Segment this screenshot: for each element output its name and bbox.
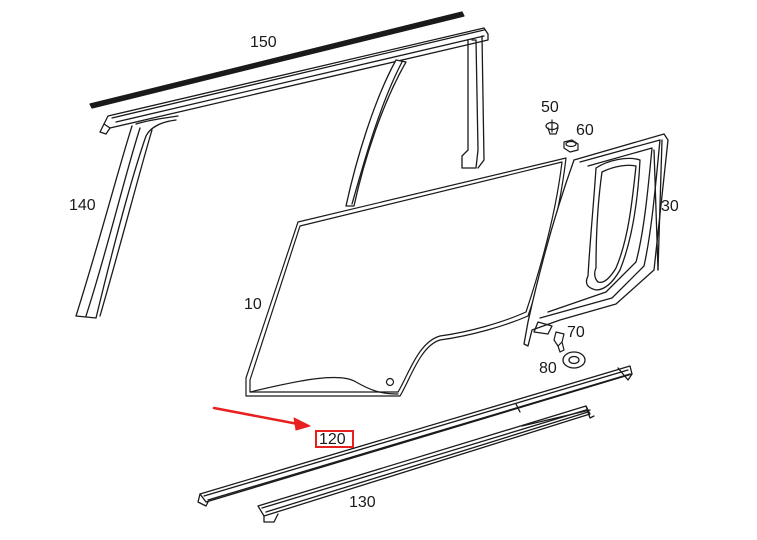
part-70-bolt [553,331,565,353]
part-10-door-glass [245,157,567,397]
part-140-door-frame [75,27,489,319]
part-80-washer [562,351,586,369]
callout-120: 120 [319,431,346,448]
callout-10: 10 [244,296,262,313]
callout-70: 70 [567,324,585,341]
callout-140: 140 [69,197,96,214]
part-60-nut [563,139,579,153]
callout-30: 30 [661,198,679,215]
part-120-belt-molding [197,365,633,507]
callout-80: 80 [539,360,557,377]
part-50-screw [545,119,559,135]
callout-150: 150 [250,34,277,51]
pointer-arrow [212,406,311,431]
part-30-quarter-window [523,133,669,347]
highlight-box [315,430,354,448]
callout-130: 130 [349,494,376,511]
part-150-roof-strip [89,11,465,109]
callout-60: 60 [576,122,594,139]
callout-50: 50 [541,99,559,116]
part-130-belt-seal [257,405,595,523]
